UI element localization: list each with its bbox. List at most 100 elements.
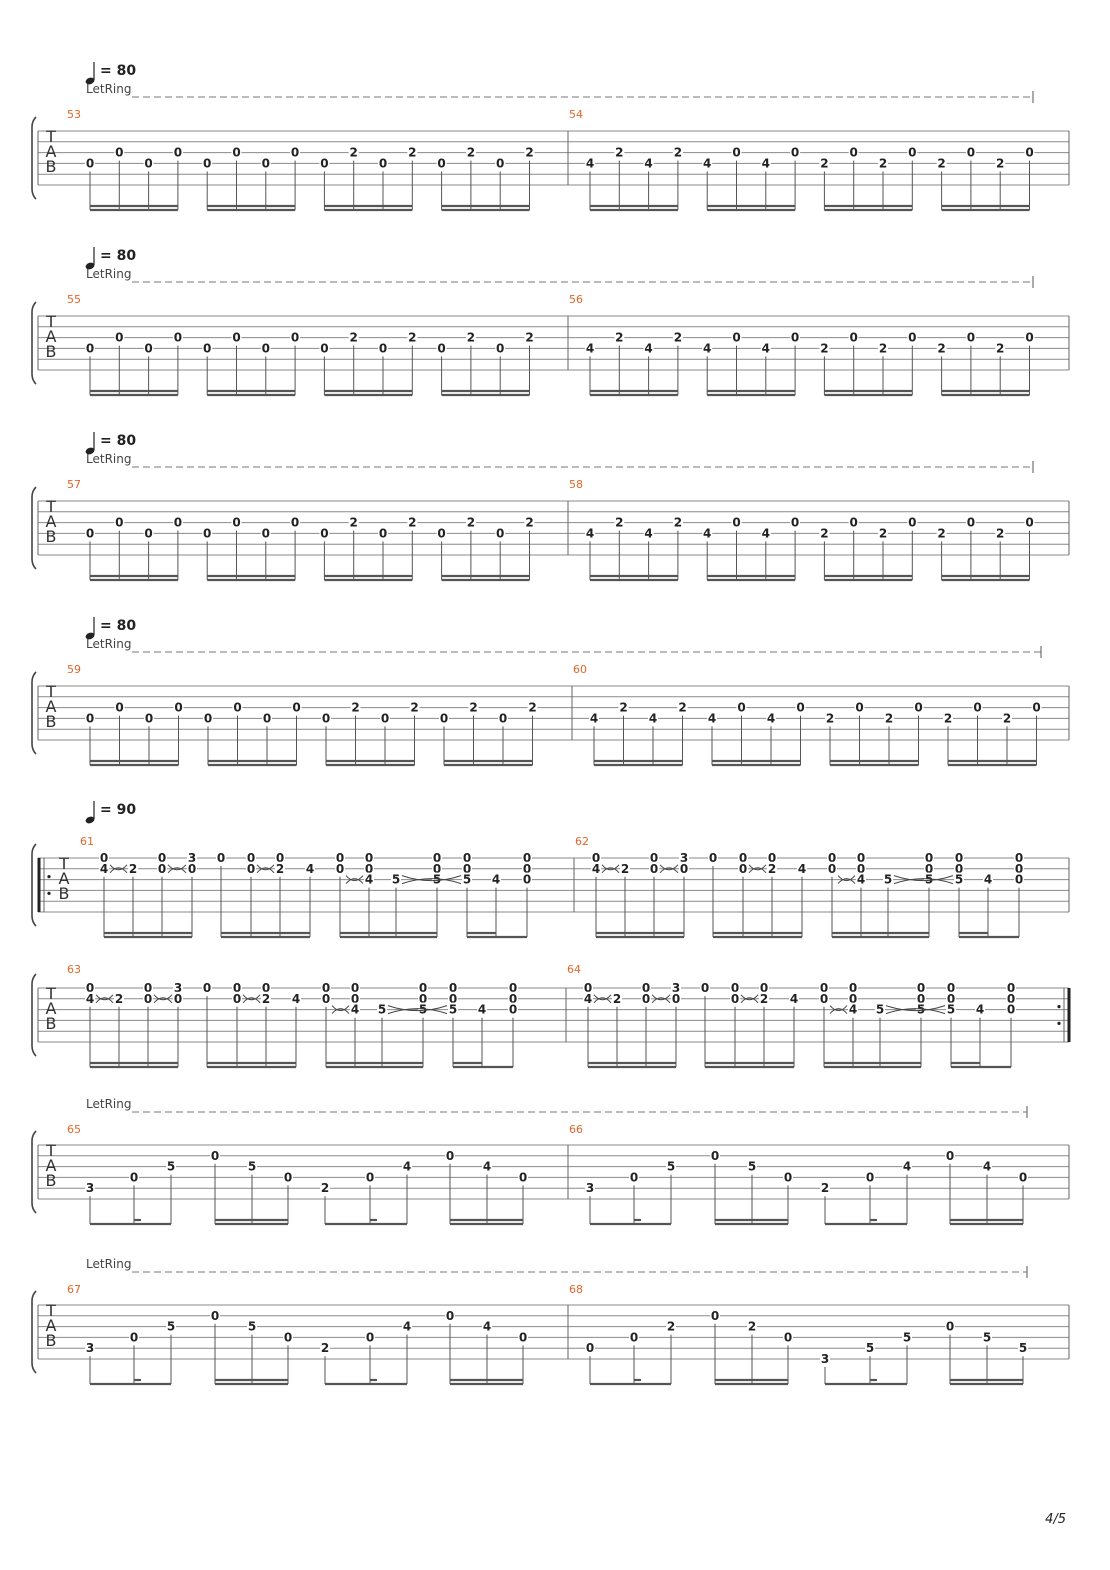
fret-bg <box>465 145 476 159</box>
fret-number: 3 <box>680 851 688 865</box>
fret-number: 0 <box>630 1330 638 1344</box>
slur <box>893 878 954 885</box>
fret-number: 0 <box>731 992 739 1006</box>
fret-number: 0 <box>203 341 211 355</box>
fret-number: 0 <box>351 981 359 995</box>
fret-bg <box>508 991 518 1005</box>
slur <box>748 864 767 871</box>
fret-number: 2 <box>115 992 123 1006</box>
fret-number: 0 <box>115 516 123 530</box>
fret-number: 2 <box>408 331 416 345</box>
fret-number: 0 <box>449 992 457 1006</box>
fret-bg <box>283 1330 293 1344</box>
fret-bg <box>291 991 301 1005</box>
fret-number: 0 <box>437 526 445 540</box>
slur <box>331 1005 350 1012</box>
quarter-note-icon <box>85 77 95 85</box>
fret-number: 0 <box>1015 862 1023 876</box>
fret-bg <box>203 711 213 725</box>
fret-number: 0 <box>365 862 373 876</box>
fret-number: 2 <box>826 711 834 725</box>
fret-number: 0 <box>365 851 373 865</box>
fret-bg <box>157 851 167 864</box>
slur <box>885 1008 946 1015</box>
fret-bg <box>364 872 374 886</box>
fret-number: 0 <box>158 851 166 865</box>
fret-number: 0 <box>115 701 123 715</box>
fret-number: 4 <box>983 1160 991 1174</box>
fret-number: 0 <box>115 331 123 345</box>
repeat-dot <box>47 875 51 879</box>
fret-bg <box>585 1341 595 1355</box>
fret-bg <box>290 330 301 344</box>
slur <box>153 997 173 1004</box>
slur <box>659 867 679 874</box>
fret-number: 5 <box>378 1003 386 1017</box>
measure-number: 65 <box>67 1123 81 1136</box>
fret-bg <box>172 515 183 529</box>
fret-number: 2 <box>879 526 887 540</box>
fret-number: 0 <box>419 992 427 1006</box>
fret-bg <box>365 1330 375 1344</box>
fret-bg <box>936 156 947 170</box>
fret-number: 0 <box>1015 873 1023 887</box>
fret-number: 2 <box>748 1320 756 1334</box>
fret-bg <box>1018 1341 1028 1355</box>
fret-number: 4 <box>584 992 592 1006</box>
fret-number: 3 <box>86 1341 94 1355</box>
fret-number: 5 <box>433 873 441 887</box>
fret-number: 0 <box>379 156 387 170</box>
let-ring-label: LetRing <box>86 267 131 281</box>
fret-bg <box>614 145 625 159</box>
fret-bg <box>819 981 829 994</box>
fret-bg <box>731 145 742 159</box>
fret-number: 0 <box>955 862 963 876</box>
fret-bg <box>995 341 1006 355</box>
fret-bg <box>902 1159 912 1173</box>
fret-bg <box>173 981 183 994</box>
fret-number: 0 <box>732 516 740 530</box>
fret-bg <box>702 526 713 540</box>
fret-bg <box>731 330 742 344</box>
slur <box>740 994 759 1001</box>
fret-number: 2 <box>937 156 945 170</box>
let-ring-label: LetRing <box>86 452 131 466</box>
fret-bg <box>710 1308 720 1322</box>
tab-clef-letter: A <box>46 999 57 1018</box>
fret-bg <box>439 711 449 725</box>
fret-bg <box>916 981 926 994</box>
fret-number: 0 <box>850 331 858 345</box>
fret-number: 0 <box>86 156 94 170</box>
fret-bg <box>524 330 535 344</box>
fret-number: 5 <box>667 1160 675 1174</box>
fret-number: 3 <box>86 1181 94 1195</box>
quarter-note-icon <box>85 632 95 640</box>
fret-bg <box>260 156 271 170</box>
fret-bg <box>462 861 472 875</box>
fret-bg <box>524 515 535 529</box>
fret-bg <box>114 515 125 529</box>
fret-number: 2 <box>944 711 952 725</box>
fret-bg <box>432 861 442 875</box>
fret-bg <box>508 981 518 994</box>
fret-number: 0 <box>1032 701 1040 715</box>
fret-number: 0 <box>232 146 240 160</box>
fret-bg <box>946 981 956 994</box>
fret-bg <box>143 156 154 170</box>
fret-bg <box>172 145 183 159</box>
fret-number: 0 <box>144 526 152 540</box>
fret-bg <box>783 1330 793 1344</box>
fret-bg <box>589 711 599 725</box>
fret-bg <box>789 991 799 1005</box>
fret-number: 4 <box>703 341 711 355</box>
let-ring-label: LetRing <box>86 637 131 651</box>
fret-number: 2 <box>615 331 623 345</box>
fret-number: 4 <box>708 711 716 725</box>
fret-bg <box>995 156 1006 170</box>
fret-number: 2 <box>408 146 416 160</box>
slur <box>256 867 275 874</box>
fret-bg <box>231 515 242 529</box>
tab-clef-letter: A <box>46 1156 57 1175</box>
